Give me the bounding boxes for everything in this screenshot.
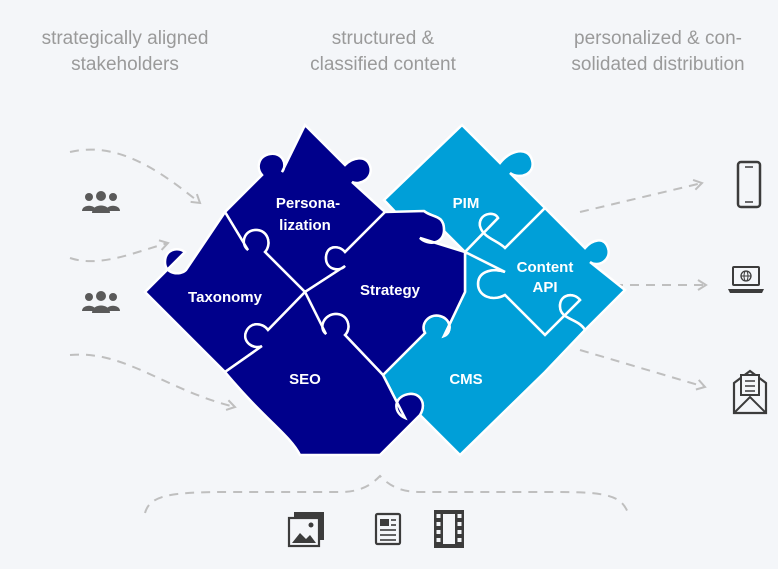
label-strategy: Strategy (360, 282, 421, 299)
image-icon (287, 512, 324, 548)
incoming-arrow-1 (69, 148, 202, 205)
people-group-icon (82, 291, 120, 313)
incoming-arrow-3 (69, 353, 237, 411)
incoming-arrow-2 (69, 239, 170, 263)
film-icon (434, 510, 464, 548)
header-content: structured & classified content (310, 28, 456, 75)
document-icon (374, 512, 402, 546)
bottom-brace (144, 474, 629, 514)
label-personalization: Persona-lization (276, 195, 340, 234)
outgoing-arrow-1 (579, 179, 704, 213)
label-seo: SEO (289, 371, 321, 388)
label-cms: CMS (449, 371, 482, 388)
label-pim: PIM (453, 195, 480, 212)
outgoing-arrow-3 (579, 349, 707, 391)
header-stakeholders: strategically aligned stakeholders (41, 28, 209, 75)
label-taxonomy: Taxonomy (188, 289, 263, 306)
header-distribution: personalized & con- solidated distributi… (571, 28, 745, 75)
laptop-globe-icon (728, 266, 764, 293)
people-group-icon (82, 191, 120, 213)
puzzle-piece-seo (223, 289, 425, 457)
envelope-icon (732, 369, 768, 415)
smartphone-icon (736, 160, 762, 209)
puzzle-piece-strategy (303, 209, 467, 377)
